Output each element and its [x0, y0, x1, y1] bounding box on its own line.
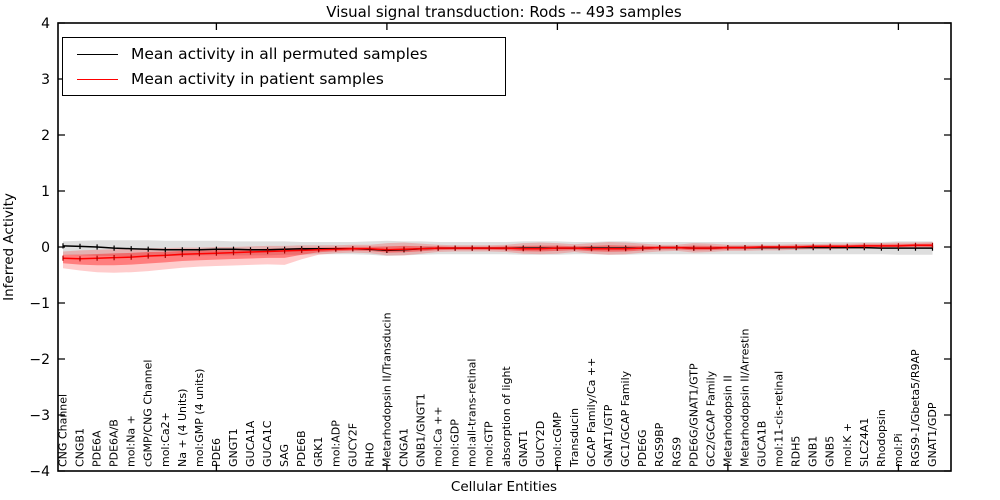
x-tick-label: mol:Na +: [125, 415, 138, 467]
x-axis-label: Cellular Entities: [451, 479, 557, 495]
x-tick-label: PDE6G/GNAT1/GTP: [687, 363, 700, 467]
x-tick-label: mol:Pi: [892, 433, 905, 467]
x-tick-label: SAG: [278, 444, 291, 467]
x-tick-label: mol:GMP (4 units): [193, 369, 206, 467]
chart-layers: 4 3 2 1 0 −1 −2 −3 −4 CNG Channel CNGB1 PDE6A PDE6A/…: [29, 16, 952, 480]
x-tick-label: mol:all-trans-retinal: [466, 359, 479, 467]
x-tick-label: SLC24A1: [858, 418, 871, 467]
x-tick-label: GUCY2F: [346, 423, 359, 467]
x-tick-label: PDE6B: [295, 430, 308, 467]
x-tick-label: mol:Ca2+: [159, 412, 172, 467]
x-tick-label: cGMP/CNG Channel: [142, 360, 155, 468]
x-tick-label: GRK1: [312, 437, 325, 467]
y-tick-label: 2: [41, 128, 50, 144]
permuted-line-sample: [77, 53, 118, 55]
x-tick-label: PDE6: [210, 438, 223, 467]
y-axis-label: Inferred Activity: [1, 193, 17, 301]
x-tick-label: PDE6G: [636, 429, 649, 467]
x-tick-label: GNB1/GNGT1: [415, 393, 428, 467]
x-tick-label: Na + (4 Units): [176, 389, 189, 467]
y-tick-label: 0: [41, 240, 50, 256]
y-tick-label: −2: [29, 352, 50, 368]
x-tick-label: CNGB1: [74, 428, 87, 467]
x-tick-label: RGS9: [670, 437, 683, 467]
patient-line: [62, 244, 933, 260]
y-tick-label: −3: [29, 408, 50, 424]
x-tick-label: PDE6A/B: [108, 419, 121, 467]
x-tick-label: CNGA1: [397, 428, 410, 467]
x-tick-label: mol:cGMP: [551, 412, 564, 467]
x-tick-label: Metarhodopsin II/Transducin: [380, 312, 393, 467]
x-tick-label: absorption of light: [500, 366, 513, 467]
x-tick-label: GCAP Family/Ca ++: [585, 358, 598, 467]
x-tick-label: GC1/GCAP Family: [619, 370, 632, 467]
y-tick-label: 4: [41, 16, 50, 32]
legend-item-patient: Mean activity in patient samples: [63, 70, 505, 88]
legend-label-permuted: Mean activity in all permuted samples: [131, 45, 428, 63]
x-tick-label: mol:K +: [841, 423, 854, 467]
x-tick-label: mol:11-cis-retinal: [773, 371, 786, 467]
x-tick-label: GUCA1B: [756, 421, 769, 467]
y-tick-label: −4: [29, 464, 50, 480]
x-tick-label: CNG Channel: [57, 394, 70, 467]
x-tick-label: mol:GTP: [483, 421, 496, 467]
x-tick-label: RDH5: [790, 436, 803, 467]
x-tick-label: GC2/GCAP Family: [704, 370, 717, 467]
x-tick-label: Metarhodopsin II/Arrestin: [738, 329, 751, 467]
legend-label-patient: Mean activity in patient samples: [131, 70, 384, 88]
x-tick-label: Metarhodopsin II: [721, 375, 734, 467]
x-tick-label: GNGT1: [227, 428, 240, 467]
x-tick-label: RHO: [363, 442, 376, 467]
x-tick-label: GNAT1: [517, 430, 530, 467]
x-tick-label: RGS9BP: [653, 422, 666, 467]
x-tick-label: PDE6A: [91, 430, 104, 467]
x-tick-label: GNB1: [807, 436, 820, 467]
legend: Mean activity in all permuted samples Me…: [62, 37, 506, 96]
axis-ticks: [58, 22, 951, 472]
legend-item-permuted: Mean activity in all permuted samples: [63, 45, 505, 63]
x-tick-label: GUCA1A: [244, 420, 257, 467]
x-tick-label: GUCY2D: [534, 421, 547, 467]
y-tick-label: 3: [41, 72, 50, 88]
y-tick-label: −1: [29, 296, 50, 312]
patient-markers: [62, 242, 934, 262]
x-tick-label: Transducin: [568, 408, 581, 468]
x-tick-label: GNAT1/GTP: [602, 404, 615, 467]
x-tick-label: mol:ADP: [329, 420, 342, 467]
x-tick-label: mol:GDP: [449, 419, 462, 467]
patient-line-sample: [77, 78, 118, 80]
x-tick-label: RGS9-1/Gbeta5/R9AP: [909, 349, 922, 467]
x-tick-label: Rhodopsin: [875, 409, 888, 467]
chart-title: Visual signal transduction: Rods -- 493 …: [326, 3, 682, 21]
x-tick-label: mol:Ca ++: [432, 406, 445, 467]
x-tick-label: GNB5: [824, 436, 837, 467]
y-tick-label: 1: [41, 184, 50, 200]
x-tick-label: GNAT1/GDP: [926, 402, 939, 467]
x-tick-label: GUCA1C: [261, 420, 274, 467]
